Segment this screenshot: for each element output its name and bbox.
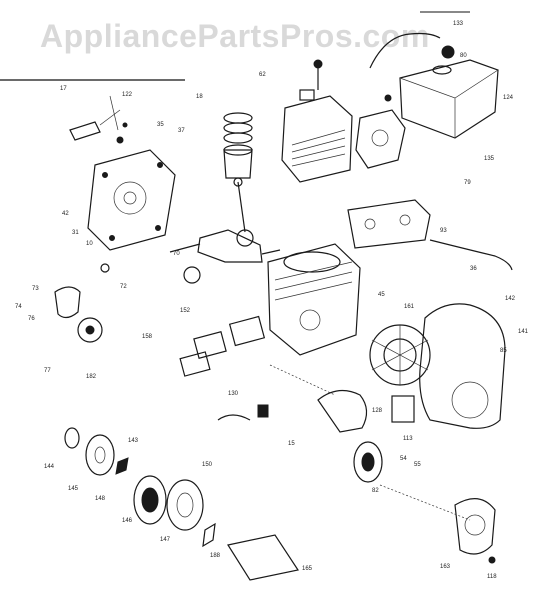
callout-80: 80 [460, 53, 467, 59]
callout-79: 79 [464, 180, 471, 186]
callout-158: 158 [142, 334, 153, 340]
callout-82: 82 [372, 488, 379, 494]
starter-spring-disc [85, 434, 115, 476]
piston-rings [223, 112, 253, 179]
callout-152: 152 [180, 308, 191, 314]
callout-146: 146 [122, 518, 133, 524]
callout-147: 147 [160, 537, 171, 543]
callout-122: 122 [122, 92, 133, 98]
callout-135: 135 [484, 156, 495, 162]
gear [100, 263, 201, 284]
fuel-tank [399, 45, 499, 139]
muffler-guard [347, 199, 431, 249]
pulley-assembly [54, 286, 103, 343]
callout-54: 54 [400, 456, 407, 462]
recoil-starter [454, 498, 496, 564]
recoil-dashed-guide [379, 484, 471, 521]
callout-62: 62 [259, 72, 266, 78]
callout-150: 150 [202, 462, 213, 468]
callout-144: 144 [44, 464, 55, 470]
governor-linkage [69, 95, 128, 144]
watermark-text: AppliancePartsPros.com [40, 18, 430, 54]
carburetor [355, 94, 406, 169]
exhaust-pipe [217, 404, 269, 421]
cylinder-head [281, 59, 353, 183]
callout-130: 130 [228, 391, 239, 397]
callout-141: 141 [518, 329, 529, 335]
callout-142: 142 [505, 296, 516, 302]
callout-70: 70 [173, 251, 180, 257]
connecting-rod [233, 177, 254, 247]
callout-55: 55 [414, 462, 421, 468]
callout-15: 15 [288, 441, 295, 447]
starter-dog [115, 457, 129, 475]
callout-36: 36 [470, 266, 477, 272]
callout-77: 77 [44, 368, 51, 374]
flywheel-brake [317, 389, 368, 433]
starter-pulley [133, 475, 167, 525]
spark-plug-wire [429, 239, 513, 271]
callout-145: 145 [68, 486, 79, 492]
callout-182: 182 [86, 374, 97, 380]
fuel-line-hose [369, 32, 441, 69]
starter-drum [166, 479, 204, 531]
flywheel [369, 324, 431, 386]
engine-block [267, 243, 361, 356]
callout-85: 85 [500, 348, 507, 354]
callout-74: 74 [15, 304, 22, 310]
callout-133: 133 [453, 21, 464, 27]
blower-housing [419, 303, 506, 429]
block-dashed-guide [269, 364, 336, 396]
callout-143: 143 [128, 438, 139, 444]
callout-35: 35 [157, 122, 164, 128]
callout-42: 42 [62, 211, 69, 217]
spring [202, 522, 216, 548]
callout-165: 165 [302, 566, 313, 572]
callout-18: 18 [196, 94, 203, 100]
callout-labels: 133 80 124 62 17 122 35 37 31 10 42 135 … [15, 21, 529, 580]
callout-72: 72 [120, 284, 127, 290]
callout-148: 148 [95, 496, 106, 502]
callout-31: 31 [72, 230, 79, 236]
callout-10: 10 [86, 241, 93, 247]
callout-73: 73 [32, 286, 39, 292]
callout-128: 128 [372, 408, 383, 414]
manual-booklet [227, 534, 299, 581]
crankshaft [169, 229, 281, 263]
callout-188: 188 [210, 553, 221, 559]
crankcase-cover [87, 149, 176, 251]
callout-37: 37 [178, 128, 185, 134]
gasket-plates [179, 315, 266, 377]
callout-161: 161 [404, 304, 415, 310]
callout-17: 17 [60, 86, 67, 92]
callout-113: 113 [403, 436, 413, 442]
ignition-coil [391, 395, 415, 423]
starter-pawl [64, 427, 80, 449]
callout-93: 93 [440, 228, 447, 234]
callout-76: 76 [28, 316, 35, 322]
callout-118: 118 [487, 574, 497, 580]
callout-163: 163 [440, 564, 451, 570]
callout-45: 45 [378, 292, 385, 298]
callout-124: 124 [503, 95, 514, 101]
rotor-drum [353, 441, 383, 483]
